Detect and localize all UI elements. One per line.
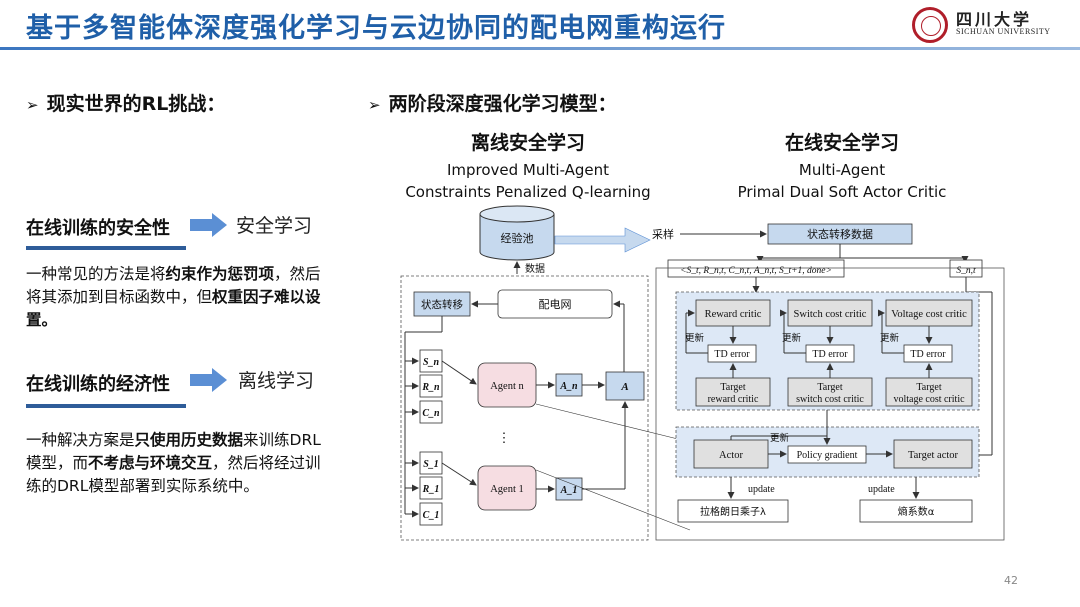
entropy-label: 熵系数α: [898, 505, 935, 518]
critic-voltage-group: Voltage cost critic TD error Target volt…: [878, 299, 973, 407]
target-actor-label: Target actor: [908, 450, 959, 461]
target-voltage-critic-line2: voltage cost critic: [893, 394, 965, 405]
agent-n-label: Agent n: [490, 381, 524, 392]
challenge-economy-label: 在线训练的经济性: [26, 374, 170, 395]
transition-data-label: 状态转移数据: [807, 227, 873, 241]
target-switch-critic-line2: switch cost critic: [796, 394, 864, 405]
c1-label: C_1: [423, 510, 440, 521]
online-header: 在线安全学习 Multi-Agent Primal Dual Soft Acto…: [722, 128, 962, 203]
target-reward-critic-box: [695, 377, 771, 407]
actor-box: [693, 439, 769, 469]
online-line2: Primal Dual Soft Actor Critic: [737, 183, 947, 201]
a1-label: A_1: [560, 485, 578, 496]
critic-reward-group: Reward critic TD error Target reward cri…: [685, 299, 771, 407]
voltage-critic-box: [885, 299, 973, 327]
cn-box: [419, 400, 443, 424]
td-error-label: TD error: [714, 349, 750, 360]
title-underline: [0, 47, 1080, 50]
agent-1-label: Agent 1: [490, 484, 524, 495]
lagrange-box: [677, 499, 789, 523]
next-state-label: S_n,t: [956, 266, 976, 276]
grid-label: 配电网: [539, 298, 572, 311]
environment-panel: [400, 275, 649, 541]
sample-label: 采样: [652, 227, 674, 241]
target-switch-critic-box: [787, 377, 873, 407]
university-logo-en: SICHUAN UNIVERSITY: [956, 27, 1051, 36]
university-logo-text: 四川大学: [956, 10, 1033, 29]
agent-1-box: [477, 465, 537, 511]
solution-offline-learning: 离线学习: [238, 370, 315, 392]
offline-line1: Improved Multi-Agent: [446, 161, 610, 179]
target-actor-box: [893, 439, 973, 469]
offline-title: 离线安全学习: [470, 132, 585, 154]
update-en-label: update: [868, 484, 895, 495]
left-heading: ➢ 现实世界的RL挑战：: [26, 89, 225, 116]
page-number: 42: [1004, 574, 1018, 587]
offline-line2: Constraints Penalized Q-learning: [405, 183, 651, 201]
td-error-label: TD error: [910, 349, 946, 360]
entropy-box: [859, 499, 973, 523]
rn-label: R_n: [421, 382, 440, 393]
c1-box: [419, 502, 443, 526]
target-voltage-critic-box: [885, 377, 973, 407]
right-arrow-icon: [190, 213, 227, 237]
rn-box: [419, 374, 443, 398]
challenge-economy-desc: 一种解决方案是只使用历史数据来训练DRL模型，而不考虑与环境交互，然后将经过训练…: [26, 431, 321, 495]
td-error-label: TD error: [812, 349, 848, 360]
cn-label: C_n: [422, 408, 440, 419]
lagrange-label: 拉格朗日乘子λ: [700, 505, 766, 518]
data-label: 数据: [525, 262, 545, 275]
sn-label: S_n: [423, 357, 440, 368]
update-label: 更新: [685, 332, 705, 344]
r1-box: [419, 476, 443, 500]
underline-bar: [26, 246, 186, 250]
page-title: 基于多智能体深度强化学习与云边协同的配电网重构运行: [26, 13, 726, 44]
r1-label: R_1: [422, 484, 440, 495]
update-label: 更新: [782, 332, 802, 344]
target-reward-critic-line2: reward critic: [708, 394, 759, 405]
ellipsis: ⋮: [498, 430, 511, 445]
switch-critic-box: [787, 299, 873, 327]
update-label: 更新: [770, 432, 790, 444]
an-label: A_n: [559, 381, 578, 392]
action-all-label: A: [620, 381, 628, 393]
sample-arrow-icon: [554, 227, 651, 253]
right-arrow-icon: [190, 368, 227, 392]
action-all-box: [605, 371, 645, 401]
underline-bar: [26, 404, 186, 408]
challenge-safety-label: 在线训练的安全性: [26, 218, 170, 239]
state-transition-box: [413, 291, 471, 317]
actor-label: Actor: [719, 450, 743, 461]
reward-critic-label: Reward critic: [705, 309, 762, 320]
bullet-arrow-icon: ➢: [368, 96, 381, 114]
right-heading: ➢ 两阶段深度强化学习模型：: [368, 89, 617, 116]
voltage-critic-label: Voltage cost critic: [891, 309, 967, 320]
critic-switch-group: Switch cost critic TD error Target switc…: [780, 299, 873, 407]
right-heading-text: 两阶段深度强化学习模型：: [388, 93, 617, 115]
online-title: 在线安全学习: [784, 132, 899, 154]
online-line1: Multi-Agent: [798, 161, 886, 179]
bullet-arrow-icon: ➢: [26, 96, 39, 114]
challenge-safety-desc: 一种常见的方法是将约束作为惩罚项，然后将其添加到目标函数中，但权重因子难以设置。: [26, 265, 321, 329]
target-switch-critic-line1: Target: [817, 382, 842, 393]
online-learning-panel: [655, 267, 1005, 541]
replay-buffer-node: 经验池: [479, 205, 555, 261]
tuple-label: <S_t, R_n,t, C_n,t, A_n,t, S_t+1, done>: [680, 266, 832, 276]
update-label: 更新: [880, 332, 900, 344]
policy-gradient-label: Policy gradient: [797, 450, 858, 461]
solution-safe-learning: 安全学习: [236, 215, 313, 237]
offline-header: 离线安全学习 Improved Multi-Agent Constraints …: [398, 128, 658, 203]
s1-label: S_1: [423, 459, 439, 470]
left-heading-text: 现实世界的RL挑战：: [46, 93, 226, 115]
target-reward-critic-line1: Target: [720, 382, 745, 393]
replay-buffer-label: 经验池: [501, 231, 534, 245]
target-voltage-critic-line1: Target: [916, 382, 941, 393]
update-en-label: update: [748, 484, 775, 495]
switch-critic-label: Switch cost critic: [794, 309, 867, 320]
university-seal-icon: [912, 7, 948, 43]
state-transition-label: 状态转移: [421, 298, 463, 311]
